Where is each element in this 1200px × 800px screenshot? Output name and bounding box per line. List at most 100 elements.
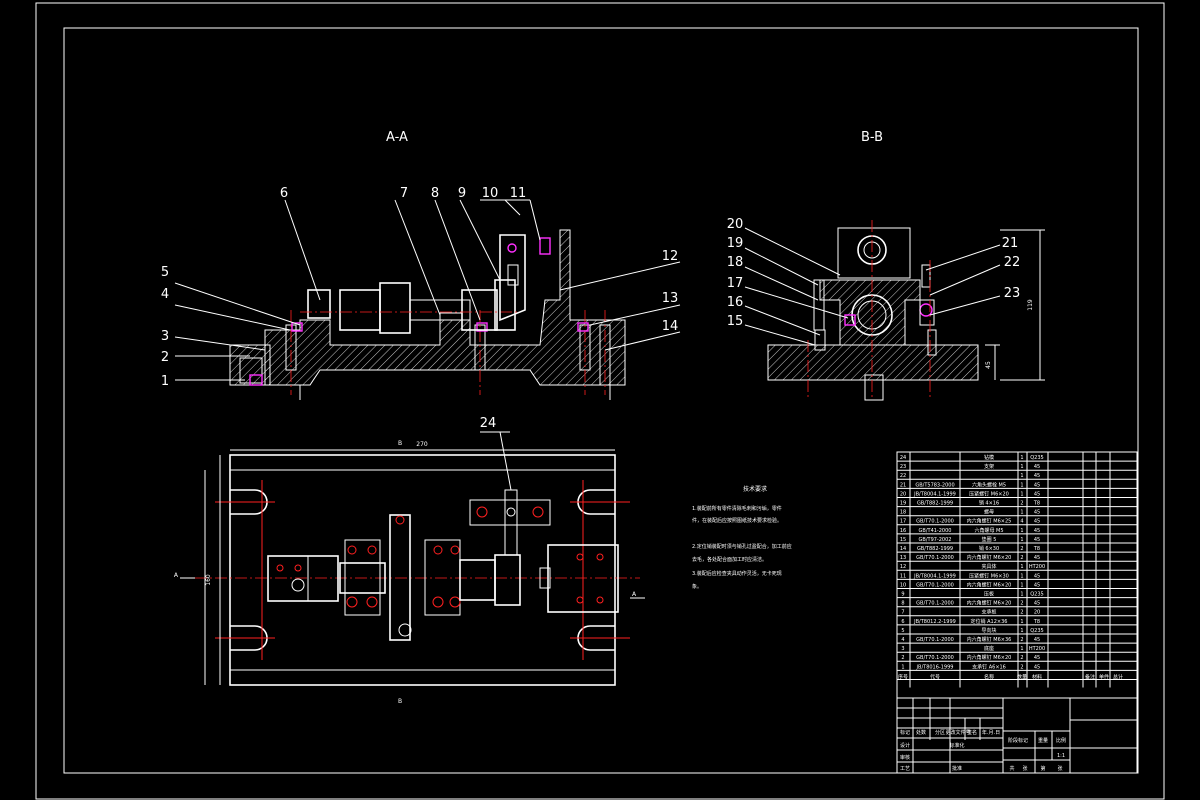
bom-cell: 45 [1034, 537, 1040, 543]
bom-extra-header: 单件 [1099, 673, 1109, 680]
bom-cell: 2 [1020, 664, 1023, 670]
notes-line-2: 件，在装配后应按照图纸技术要求检验。 [692, 517, 782, 524]
bom-cell: 1 [1020, 564, 1023, 570]
notes-line-1: 1.装配前所有零件清除毛刺和污垢，零件 [692, 505, 782, 512]
bom-cell: GB/T97-2002 [919, 537, 952, 543]
bom-cell: 支架 [984, 463, 994, 470]
dim-bb-height: 119 [1027, 299, 1034, 311]
bom-cell: 45 [1034, 482, 1040, 488]
bom-cell: 1 [1020, 464, 1023, 470]
bom-cell: 1 [1020, 537, 1023, 543]
bom-cell: 导向块 [981, 627, 996, 634]
bom-cell: 1 [1020, 455, 1023, 461]
balloon-10: 10 [482, 186, 499, 201]
bom-cell: 销 4×16 [979, 500, 999, 507]
bom-cell: 6 [901, 619, 904, 625]
bom-cell: GB/T70.1-2000 [916, 582, 954, 588]
balloon-6: 6 [280, 186, 288, 201]
balloon-11: 11 [510, 186, 527, 201]
bom-cell: 2 [1020, 546, 1023, 552]
section-mark-b-top: B [398, 440, 402, 447]
balloon-5: 5 [161, 265, 169, 280]
bom-cell: 销 6×30 [979, 545, 999, 552]
title-block: 标记 处数 分区 更改文件号 签名 年.月.日 设计 标准化 阶段标记 重量 比… [896, 697, 1138, 774]
bom-cell: GB/T70.1-2000 [916, 637, 954, 643]
bom-cell: 1 [1020, 491, 1023, 497]
plan-view: 270 160 A A B B 24 [174, 416, 645, 705]
bom-cell: 1 [1020, 628, 1023, 634]
balloon-15: 15 [727, 314, 744, 329]
bom-cell: JB/T8004.1-1999 [913, 573, 956, 579]
bom-cell: 1 [1020, 619, 1023, 625]
bom-cell: 18 [900, 510, 906, 516]
balloon-16: 16 [727, 295, 744, 310]
bom-cell: Q235 [1030, 592, 1043, 598]
bom-cell: Q235 [1030, 455, 1043, 461]
balloon-4: 4 [161, 287, 169, 302]
tb-label-date: 年.月.日 [982, 729, 1000, 736]
bom-cell: 内六角螺钉 M6×20 [967, 600, 1012, 607]
tb-label-standard: 标准化 [949, 742, 964, 749]
tb-label-total: 共 [1009, 765, 1014, 772]
bom-cell: 15 [900, 537, 906, 543]
bom-cell: 45 [1034, 601, 1040, 607]
notes-line-6: 象。 [692, 583, 702, 590]
bom-cell: 底座 [984, 645, 994, 652]
balloon-18: 18 [727, 255, 744, 270]
tb-label-scale: 比例 [1056, 737, 1066, 744]
tb-label-sheet: 张 [1057, 765, 1062, 772]
bom-cell: 2 [1020, 601, 1023, 607]
bom-cell: 1 [901, 664, 904, 670]
bom-cell: 45 [1034, 573, 1040, 579]
bom-cell: 1 [1020, 528, 1023, 534]
technical-notes: 技术要求 1.装配前所有零件清除毛刺和污垢，零件 件，在装配后应按照图纸技术要求… [692, 485, 792, 590]
tb-label-count: 处数 [916, 729, 926, 736]
bom-cell: T8 [1033, 619, 1040, 625]
bom-cell: GB/T5783-2000 [915, 482, 954, 488]
bom-cell: 2 [1020, 555, 1023, 561]
bom-cell: 17 [900, 519, 906, 525]
balloon-23: 23 [1004, 286, 1021, 301]
bom-cell: 内六角螺钉 M6×25 [967, 518, 1012, 525]
inner-frame [63, 27, 1139, 774]
bom-cell: 5 [901, 628, 904, 634]
balloon-22: 22 [1004, 255, 1021, 270]
notes-line-4: 去毛，各处配合面加工时应清洁。 [692, 556, 767, 563]
bom-cell: 垫圈 5 [982, 536, 997, 543]
bom-header-cell: 材料 [1032, 673, 1042, 680]
bom-cell: 定位销 A12×36 [971, 618, 1008, 625]
bom-header-cell: 代号 [930, 673, 940, 680]
bb-balloons: 20 19 18 17 16 15 21 22 23 [727, 217, 1021, 346]
bom-cell: Q235 [1030, 628, 1043, 634]
bom-header-cell: 序号 [898, 673, 908, 680]
bom-cell: 45 [1034, 655, 1040, 661]
bom-cell: 16 [900, 528, 906, 534]
bom-cell: GB/T70.1-2000 [916, 601, 954, 607]
tb-label-sign: 签名 [967, 729, 977, 736]
balloon-19: 19 [727, 236, 744, 251]
bom-cell: 1 [1020, 646, 1023, 652]
section-mark-a-right: A [632, 591, 637, 598]
section-mark-b-bottom: B [398, 698, 402, 705]
tb-label-approve: 批准 [952, 765, 962, 772]
tb-label-design: 设计 [900, 742, 910, 749]
bom-extra-header: 总计 [1113, 673, 1123, 680]
tb-scale-value: 1:1 [1057, 753, 1065, 759]
bom-cell: 45 [1034, 464, 1040, 470]
bom-cell: 45 [1034, 491, 1040, 497]
bom-cell: 压板 [984, 591, 994, 598]
bom-cell: 1 [1020, 592, 1023, 598]
view-title-aa: A-A [386, 130, 408, 145]
notes-line-3: 2.定位销装配时须与销孔过盈配合，加工前应 [692, 543, 792, 550]
bom-cell: 内六角螺钉 M6×36 [967, 636, 1012, 643]
balloon-1: 1 [161, 374, 169, 389]
bom-cell: 45 [1034, 582, 1040, 588]
bom-cell: T8 [1033, 501, 1040, 507]
bom-cell: 1 [1020, 582, 1023, 588]
bom-cell: GB/T70.1-2000 [916, 655, 954, 661]
bom-cell: 24 [900, 455, 906, 461]
balloon-24: 24 [480, 416, 497, 431]
bom-cell: 45 [1034, 519, 1040, 525]
